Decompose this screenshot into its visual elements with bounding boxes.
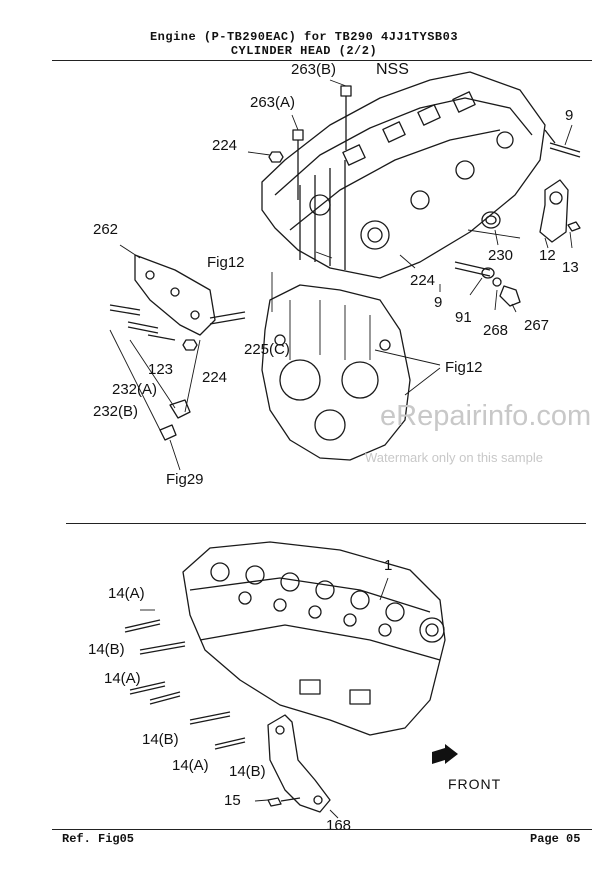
callout-224-top: 224: [212, 137, 238, 154]
callout-230: 230: [488, 247, 514, 264]
callout-168: 168: [326, 817, 352, 834]
front-housing: [261, 272, 441, 461]
callout-232a: 232(A): [112, 381, 158, 398]
bracket-168: [254, 714, 339, 819]
callout-14a-first: 14(A): [108, 585, 145, 602]
callout-262: 262: [93, 221, 119, 238]
callout-12: 12: [539, 247, 556, 264]
callout-9-mid: 9: [434, 294, 443, 311]
callout-fig12-left: Fig12: [207, 254, 245, 271]
plug-230: [481, 211, 501, 229]
bracket-12: [539, 179, 581, 243]
callout-263a: 263(A): [250, 94, 296, 111]
callout-123: 123: [148, 361, 174, 378]
upper-cylinder-head: [261, 71, 546, 279]
callout-1: 1: [384, 557, 393, 574]
callout-263b: 263(B): [291, 61, 337, 78]
callout-224-low: 224: [202, 369, 228, 386]
watermark-note: Watermark only on this sample: [365, 450, 543, 465]
callout-14b-third: 14(B): [229, 763, 266, 780]
bolts-232-123-225: [109, 304, 246, 351]
front-arrow-icon: [432, 744, 458, 764]
callout-14a-third: 14(A): [172, 757, 209, 774]
bracket-262: [119, 244, 216, 336]
callout-9-top: 9: [565, 107, 574, 124]
parts-91-268-267: [454, 261, 521, 307]
front-label: FRONT: [448, 776, 502, 792]
callout-nss: NSS: [376, 61, 409, 78]
callout-fig29: Fig29: [166, 471, 204, 488]
watermark-site: eRepairinfo.com: [380, 400, 592, 432]
footer-rule: [52, 829, 592, 830]
header-subtitle: CYLINDER HEAD (2/2): [230, 44, 378, 58]
stud-9-upper: [544, 129, 581, 158]
callout-fig12-right: Fig12: [445, 359, 483, 376]
studs-14: [124, 609, 246, 750]
callout-267: 267: [524, 317, 550, 334]
header-rule: [52, 60, 592, 61]
callout-268: 268: [483, 322, 509, 339]
footer-ref: Ref. Fig05: [62, 832, 135, 846]
callout-91: 91: [455, 309, 472, 326]
callout-232b: 232(B): [93, 403, 139, 420]
footer-page: Page 05: [530, 832, 581, 846]
callout-224-mid: 224: [410, 272, 436, 289]
callout-15: 15: [224, 792, 241, 809]
header-title: Engine (P-TB290EAC) for TB290 4JJ1TYSB03: [149, 30, 459, 44]
callout-14a-second: 14(A): [104, 670, 141, 687]
callout-14b-first: 14(B): [88, 641, 125, 658]
sensor-fig29: [109, 329, 201, 471]
section-divider: [66, 523, 586, 524]
lower-cylinder-head: [182, 541, 446, 736]
callout-225c: 225(C): [244, 341, 290, 358]
callout-14b-second: 14(B): [142, 731, 179, 748]
leader-lines-upper: [247, 79, 573, 313]
callout-13: 13: [562, 259, 579, 276]
